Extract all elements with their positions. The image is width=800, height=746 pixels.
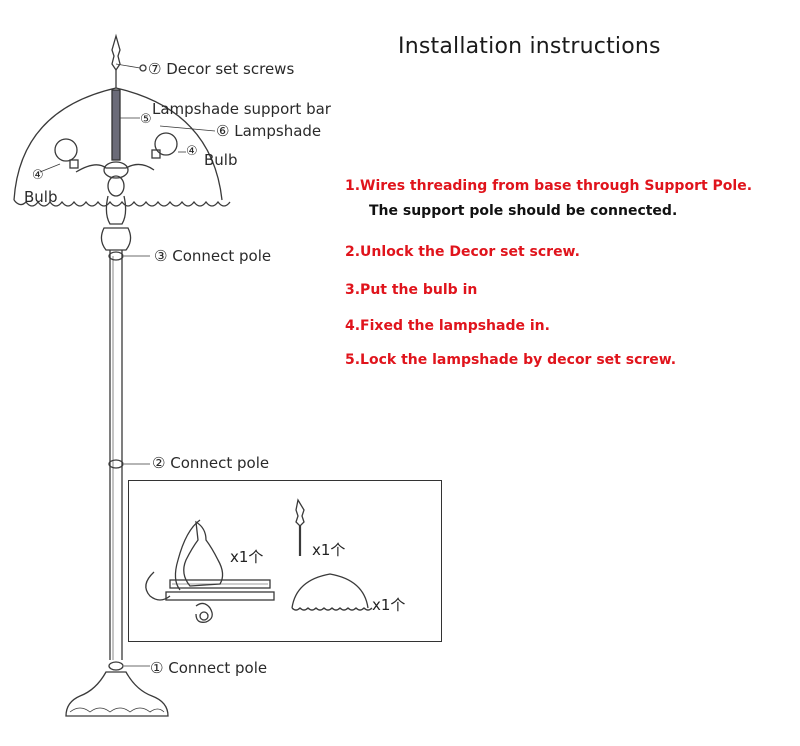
label-lampshade: ⑥ Lampshade [216, 122, 322, 140]
step-4: 4.Fixed the lampshade in. [345, 318, 550, 334]
label-connect-pole-2: ② Connect pole [152, 454, 270, 472]
parts-base-quantity: x1个 [230, 548, 264, 566]
label-support-bar-number: ⑤ [140, 112, 152, 127]
page-title: Installation instructions [398, 34, 661, 59]
label-connect-pole-3: ③ Connect pole [154, 247, 272, 265]
label-decor-set-screws: ⑦ Decor set screws [148, 60, 295, 78]
step-1: 1.Wires threading from base through Supp… [345, 178, 753, 194]
parts-box [128, 480, 442, 642]
parts-screw-quantity: x1个 [312, 541, 346, 559]
parts-drawings [145, 498, 373, 623]
step-5: 5.Lock the lampshade by decor set screw. [345, 352, 677, 368]
label-lampshade-support-bar: Lampshade support bar [152, 100, 331, 118]
pole-drawing [108, 250, 150, 671]
label-bulb-left: Bulb [24, 188, 58, 206]
step-3: 3.Put the bulb in [345, 282, 478, 298]
parts-shade-quantity: x1个 [372, 596, 406, 614]
bulbs-drawing [39, 132, 186, 173]
lampshade-drawing [13, 87, 231, 207]
label-bulb-left-number: ④ [32, 168, 44, 183]
step-2: 2.Unlock the Decor set screw. [345, 244, 580, 260]
support-bar-drawing [111, 89, 140, 161]
label-bulb-right-number: ④ [186, 144, 198, 159]
finial-drawing [111, 33, 147, 88]
base-drawing [65, 671, 169, 717]
holder-drawing [75, 161, 155, 251]
step-1-note: The support pole should be connected. [369, 203, 678, 219]
label-bulb-right: Bulb [204, 151, 238, 169]
label-connect-pole-1: ① Connect pole [150, 659, 268, 677]
